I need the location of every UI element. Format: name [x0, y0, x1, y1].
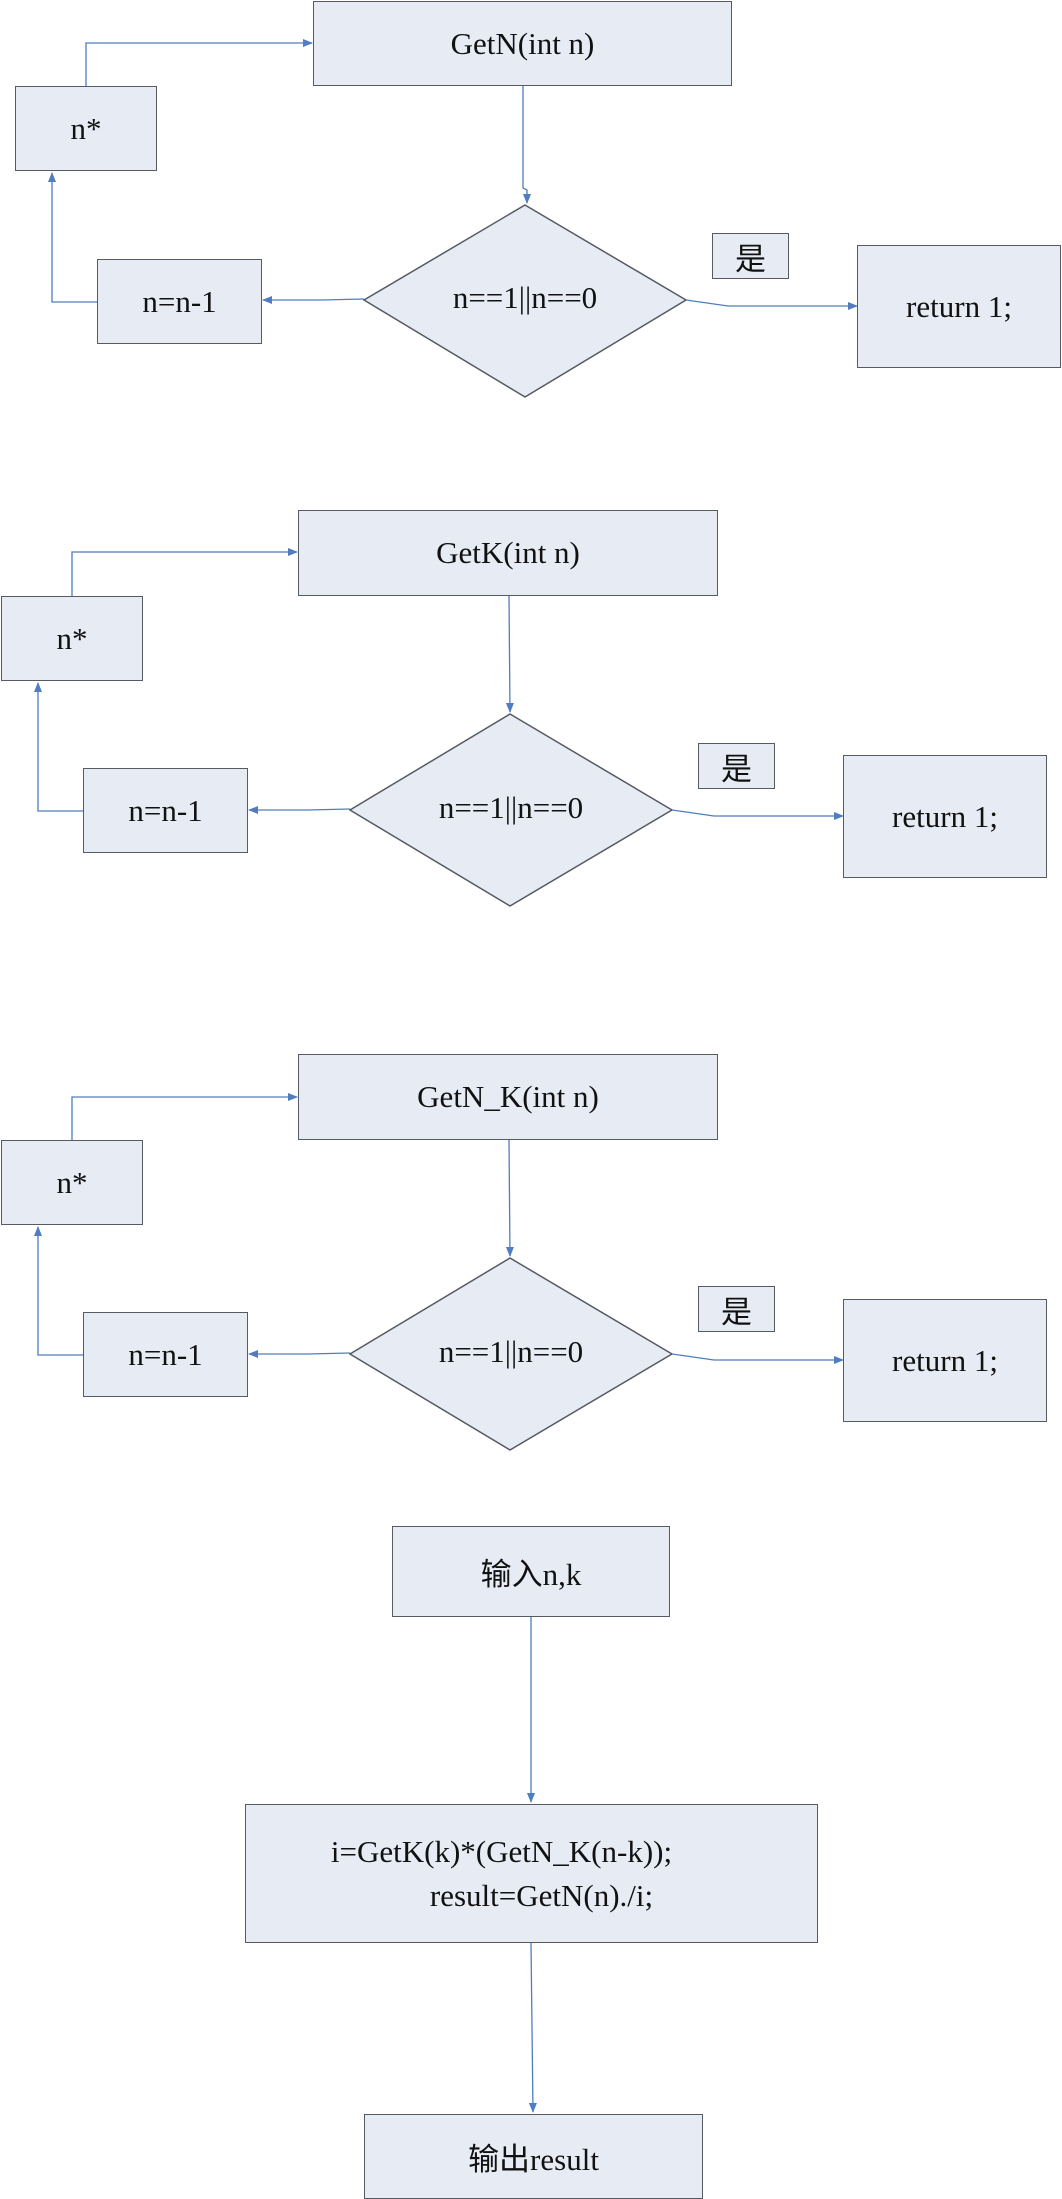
decrement-box: n=n-1	[83, 1312, 248, 1397]
arrow-decrement3-to-multiply	[34, 1226, 84, 1356]
return-box: return 1;	[857, 245, 1061, 368]
arrow-title1-to-decision	[522, 86, 531, 204]
arrow-multiply3-to-title	[71, 1093, 298, 1140]
yes-label: 是	[698, 1286, 775, 1332]
condition-label: n==1||n==0	[452, 280, 598, 315]
arrow-decision3-to-return	[671, 1353, 844, 1364]
arrow-compute-to-output	[528, 1942, 537, 2113]
arrow-decision1-to-decrement	[262, 296, 365, 304]
compute-line-1: i=GetK(k)*(GetN_K(n-k));	[330, 1833, 673, 1869]
return-box: return 1;	[843, 1299, 1047, 1422]
decision-diamond-2	[348, 713, 674, 907]
arrow-multiply1-to-title	[85, 39, 313, 86]
arrow-decision2-to-decrement	[248, 806, 351, 814]
multiply-box: n*	[1, 1140, 143, 1225]
arrow-decrement1-to-multiply	[48, 172, 98, 303]
input-box: 输入n,k	[392, 1526, 670, 1617]
arrow-decision3-to-decrement	[248, 1350, 351, 1358]
compute-box: i=GetK(k)*(GetN_K(n-k)); result=GetN(n).…	[245, 1804, 818, 1943]
condition-label: n==1||n==0	[438, 790, 584, 825]
function-title-getn-k: GetN_K(int n)	[298, 1054, 718, 1140]
yes-label: 是	[698, 743, 775, 789]
multiply-box: n*	[15, 86, 157, 171]
yes-label: 是	[712, 233, 789, 279]
multiply-box: n*	[1, 596, 143, 681]
arrow-title3-to-decision	[505, 1139, 514, 1257]
decision-diamond-1	[362, 204, 688, 398]
compute-line-2: result=GetN(n)./i;	[429, 1877, 654, 1913]
arrow-decision1-to-return	[685, 299, 858, 310]
return-box: return 1;	[843, 755, 1047, 878]
arrow-decision2-to-return	[671, 809, 844, 820]
decrement-box: n=n-1	[83, 768, 248, 853]
function-title-getn: GetN(int n)	[313, 1, 732, 86]
function-title-getk: GetK(int n)	[298, 510, 718, 596]
decision-diamond-3	[348, 1257, 674, 1451]
condition-label: n==1||n==0	[438, 1334, 584, 1369]
arrow-title2-to-decision	[505, 595, 514, 713]
decrement-box: n=n-1	[97, 259, 262, 344]
arrow-decrement2-to-multiply	[34, 682, 84, 812]
arrow-multiply2-to-title	[71, 548, 298, 596]
output-box: 输出result	[364, 2114, 703, 2199]
